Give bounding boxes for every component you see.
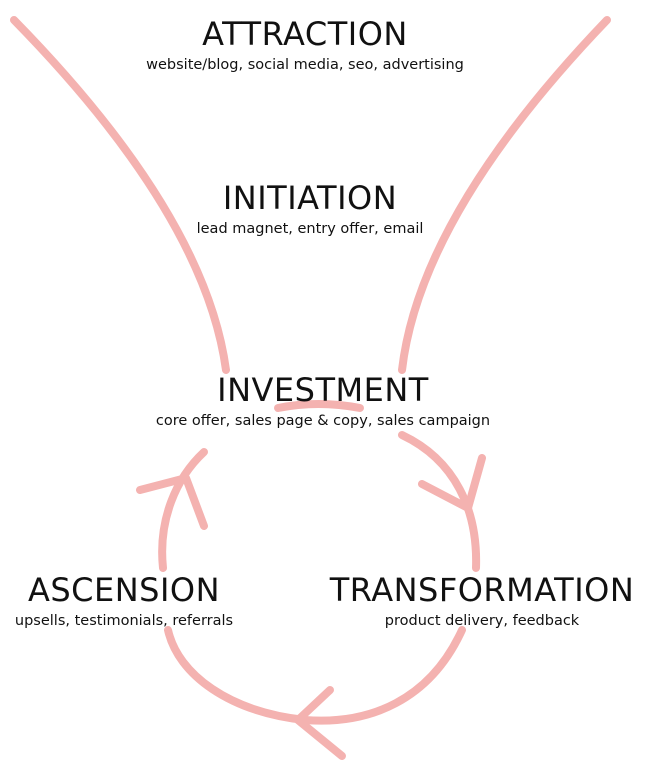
- cycle-bottom-left-arc: [164, 626, 309, 724]
- stage-investment: INVESTMENT core offer, sales page & copy…: [156, 372, 490, 430]
- stage-ascension-subtitle: upsells, testimonials, referrals: [14, 613, 234, 629]
- cycle-right-arc: [398, 431, 481, 572]
- stage-initiation: INITIATION lead magnet, entry offer, ema…: [197, 180, 424, 238]
- stage-investment-title: INVESTMENT: [217, 371, 429, 409]
- stage-initiation-title: INITIATION: [222, 179, 398, 217]
- stage-attraction-subtitle: website/blog, social media, seo, adverti…: [146, 57, 464, 73]
- stage-attraction: ATTRACTION website/blog, social media, s…: [146, 16, 464, 74]
- stage-transformation-subtitle: product delivery, feedback: [384, 613, 580, 629]
- cycle-top-arc: [274, 400, 364, 412]
- funnel-right-line: [398, 16, 611, 374]
- stage-transformation: TRANSFORMATION product delivery, feedbac…: [330, 572, 635, 630]
- cycle-bottom-right-arc: [301, 626, 466, 725]
- stage-ascension-title: ASCENSION: [27, 571, 221, 609]
- stage-transformation-title: TRANSFORMATION: [329, 571, 635, 609]
- stage-investment-subtitle: core offer, sales page & copy, sales cam…: [155, 413, 491, 429]
- stage-initiation-subtitle: lead magnet, entry offer, email: [196, 221, 424, 237]
- arrow-head-bottom: [294, 686, 346, 760]
- cycle-left-arc: [158, 448, 208, 572]
- stage-attraction-title: ATTRACTION: [202, 15, 408, 53]
- stage-ascension: ASCENSION upsells, testimonials, referra…: [15, 572, 233, 630]
- arrow-head-left: [136, 474, 208, 530]
- funnel-left-line: [10, 16, 230, 374]
- arrow-head-right: [418, 454, 486, 512]
